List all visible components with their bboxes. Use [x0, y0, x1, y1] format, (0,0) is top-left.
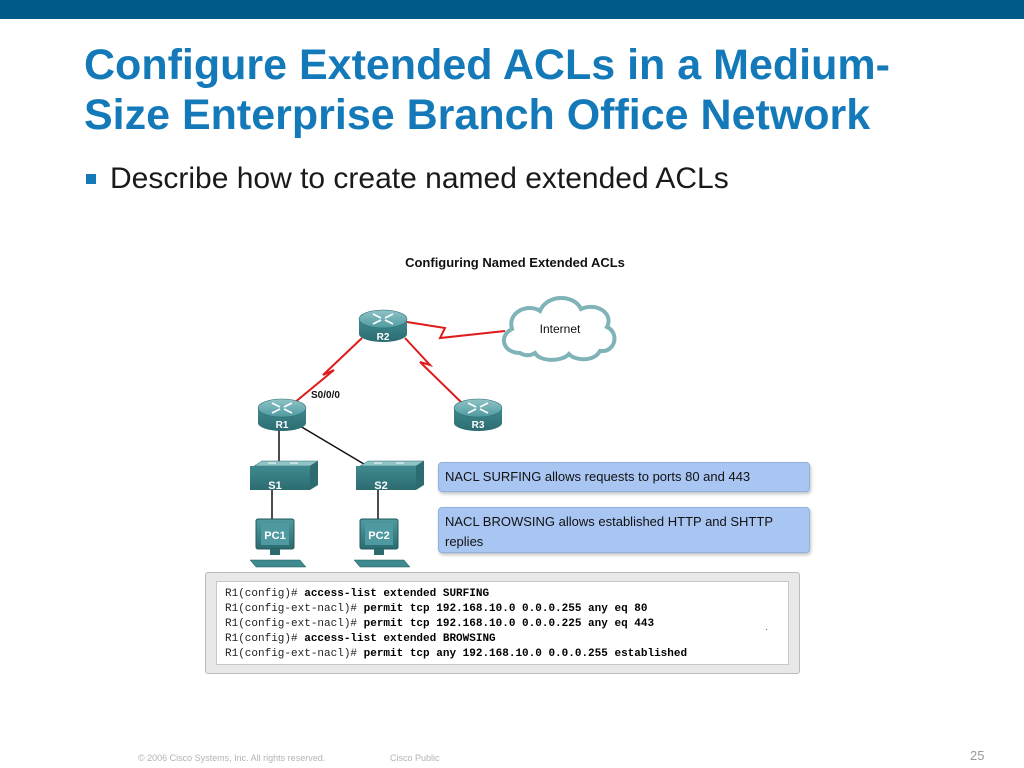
config-line: R1(config-ext-nacl)# permit tcp any 192.… — [225, 647, 780, 662]
internet-cloud-icon — [501, 296, 617, 362]
bullet-text: Describe how to create named extended AC… — [110, 162, 729, 195]
note-surfing: NACL SURFING allows requests to ports 80… — [438, 462, 810, 492]
config-prompt: R1(config)# — [225, 588, 305, 600]
interface-label: S0/0/0 — [311, 390, 340, 401]
bullet-item: Describe how to create named extended AC… — [86, 162, 729, 196]
wan-link-r2-r3 — [404, 337, 463, 404]
config-line: R1(config)# access-list extended BROWSIN… — [225, 632, 780, 647]
page-number: 25 — [970, 748, 985, 763]
pc1-icon — [249, 518, 307, 568]
slide-title-line-1: Configure Extended ACLs in a Medium- — [84, 41, 890, 89]
wan-link-r2-internet — [406, 321, 506, 340]
config-prompt: R1(config-ext-nacl)# — [225, 648, 364, 660]
slide-title-line-2: Size Enterprise Branch Office Network — [84, 91, 871, 139]
config-prompt: R1(config-ext-nacl)# — [225, 603, 364, 615]
router-r1-icon — [257, 398, 307, 431]
note-browsing: NACL BROWSING allows established HTTP an… — [438, 507, 810, 553]
config-prompt: R1(config-ext-nacl)# — [225, 618, 364, 630]
router-r3-label: R3 — [472, 420, 485, 431]
config-line: R1(config)# access-list extended SURFING — [225, 587, 780, 602]
config-text-area: R1(config)# access-list extended SURFING… — [216, 581, 789, 665]
config-prompt: R1(config)# — [225, 633, 305, 645]
switch-s1-icon — [250, 460, 319, 490]
switch-s2-label: S2 — [374, 480, 387, 492]
router-r1-label: R1 — [276, 420, 289, 431]
square-bullet-icon — [86, 174, 96, 184]
slide-title: Configure Extended ACLs in a Medium- Siz… — [84, 40, 984, 140]
config-command: permit tcp 192.168.10.0 0.0.0.225 any eq… — [363, 618, 655, 630]
config-command: permit tcp any 192.168.10.0 0.0.0.255 es… — [363, 648, 688, 660]
footer-copyright: © 2006 Cisco Systems, Inc. All rights re… — [138, 753, 326, 763]
config-command: access-list extended SURFING — [304, 588, 490, 600]
diagram-title: Configuring Named Extended ACLs — [405, 255, 625, 270]
internet-label: Internet — [540, 322, 581, 336]
config-line: R1(config-ext-nacl)# permit tcp 192.168.… — [225, 617, 780, 632]
link-r1-s2 — [299, 425, 375, 471]
router-r2-icon — [358, 309, 408, 342]
pc2-label: PC2 — [368, 530, 389, 542]
footer-classification: Cisco Public — [390, 753, 440, 763]
config-command: access-list extended BROWSING — [304, 633, 496, 645]
config-dot: . — [765, 622, 768, 633]
config-command: permit tcp 192.168.10.0 0.0.0.255 any eq… — [363, 603, 648, 615]
switch-s2-icon — [356, 460, 425, 490]
switch-s1-label: S1 — [268, 480, 281, 492]
config-panel: R1(config)# access-list extended SURFING… — [205, 572, 800, 674]
pc2-icon — [353, 518, 411, 568]
router-r3-icon — [453, 398, 503, 431]
wan-link-r2-r1 — [287, 337, 363, 409]
pc1-label: PC1 — [264, 530, 285, 542]
router-r2-label: R2 — [377, 332, 390, 343]
top-banner — [0, 0, 1024, 19]
config-line: R1(config-ext-nacl)# permit tcp 192.168.… — [225, 602, 780, 617]
